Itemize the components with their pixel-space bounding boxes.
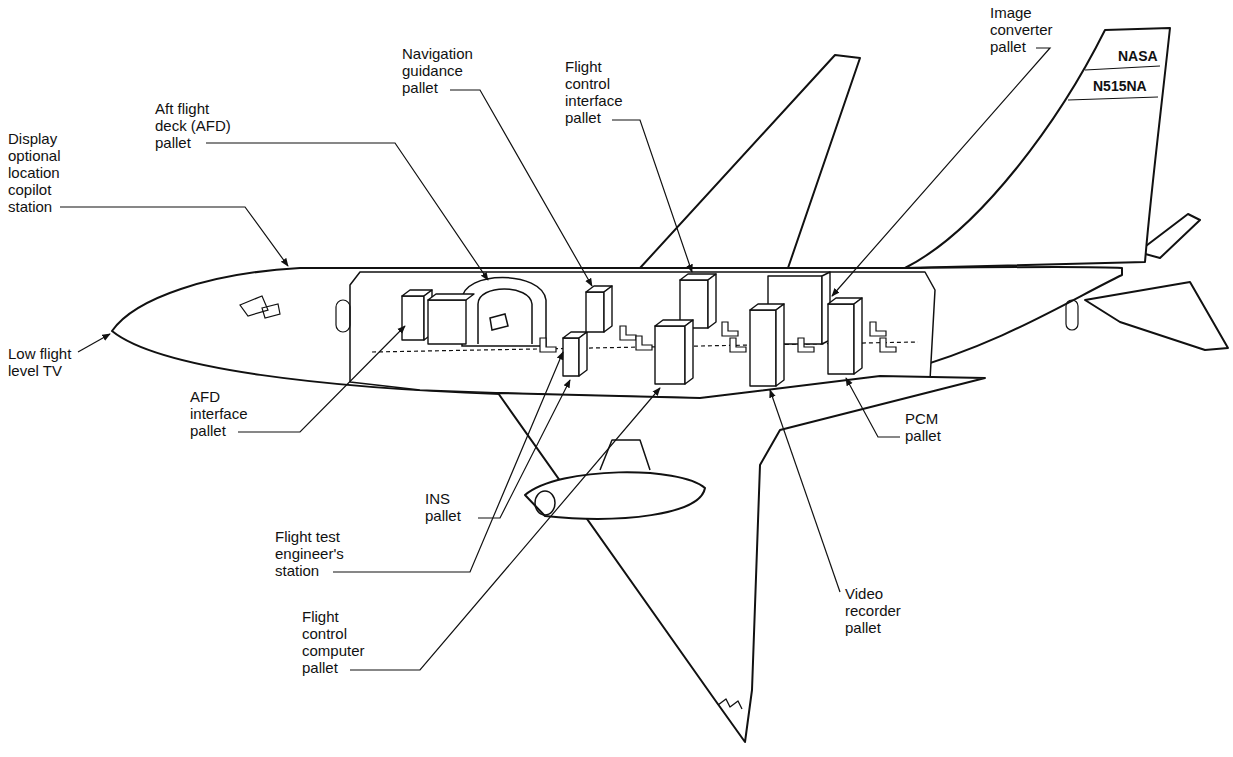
- leader-line: [770, 390, 840, 592]
- pallet-box: [828, 298, 862, 374]
- engine-nacelle: [525, 472, 705, 519]
- callout-label: PCM pallet: [905, 410, 941, 444]
- callout-label: Aft flight deck (AFD) pallet: [155, 100, 235, 151]
- seat: [880, 338, 896, 352]
- leader-line: [333, 352, 563, 572]
- leader-line: [78, 334, 110, 352]
- pallet-box: [655, 320, 693, 384]
- pallet-box: [750, 304, 784, 386]
- leader-line: [350, 388, 660, 670]
- leader-line: [238, 326, 405, 432]
- pallet-box: [586, 286, 612, 332]
- afd-dome: [462, 278, 546, 347]
- pallet-box: [428, 294, 474, 344]
- leader-line: [832, 48, 1050, 296]
- callout-label: Video recorder pallet: [845, 585, 901, 636]
- far-wing: [640, 55, 860, 268]
- callout-label: Flight test engineer's station: [275, 528, 355, 579]
- cockpit-seat: [262, 304, 280, 318]
- seat: [540, 338, 556, 352]
- seat: [870, 322, 886, 336]
- fin-stripe: [1068, 97, 1158, 100]
- seat: [722, 322, 738, 336]
- callout-label: Image converter pallet: [990, 4, 1053, 55]
- seat: [730, 338, 746, 352]
- afd-dome-inner: [478, 289, 532, 344]
- callout-label: Flight control computer pallet: [302, 608, 365, 676]
- near-stabilizer: [1085, 282, 1228, 350]
- seat: [620, 326, 636, 340]
- callout-label: AFD interface pallet: [190, 388, 248, 439]
- leader-line: [846, 378, 900, 437]
- pallet-box: [563, 332, 587, 376]
- afd-seat: [490, 314, 508, 330]
- callout-label: Flight control interface pallet: [565, 58, 623, 126]
- tail-marking: N515NA: [1093, 78, 1147, 95]
- leader-line: [60, 207, 288, 266]
- engine-inlet: [535, 491, 555, 515]
- callout-label: Display optional location copilot statio…: [8, 130, 61, 215]
- callout-label: INS pallet: [425, 490, 461, 524]
- window: [336, 300, 350, 332]
- leader-line: [478, 380, 570, 518]
- tail-marking: NASA: [1118, 48, 1158, 65]
- callout-label: Low flight level TV: [8, 345, 83, 379]
- near-wing: [498, 376, 985, 742]
- leader-line: [612, 120, 692, 272]
- window: [1066, 300, 1078, 330]
- fin-stripe: [1085, 66, 1160, 70]
- engine-pylon: [600, 440, 650, 470]
- seat: [798, 338, 814, 352]
- callout-label: Navigation guidance pallet: [402, 45, 473, 96]
- wing-break: [718, 699, 742, 709]
- seat: [636, 336, 652, 350]
- leader-line: [206, 143, 488, 280]
- vertical-fin: [905, 28, 1170, 268]
